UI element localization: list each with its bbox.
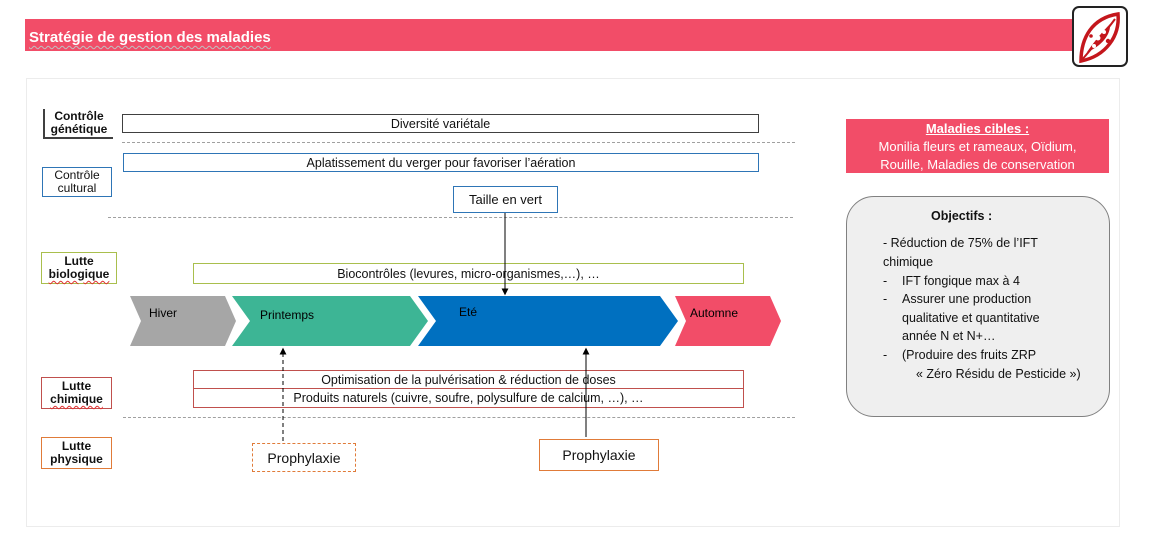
target-diseases-title: Maladies cibles : <box>925 121 1030 136</box>
row-label-line1: Contrôle <box>54 168 100 182</box>
objective-bullet: - <box>883 348 888 362</box>
objective-item-3-line3: année N et N+… <box>902 329 996 343</box>
bar-produits-naturels: Produits naturels (cuivre, soufre, polys… <box>193 388 744 408</box>
row-label-line1: Lutte <box>64 254 94 268</box>
row-label-genetique: Contrôle génétique <box>43 109 113 139</box>
row-label-cultural: Contrôle cultural <box>42 167 112 197</box>
row-label-chimique: Lutte chimique <box>41 377 112 409</box>
bar-optimisation: Optimisation de la pulvérisation & réduc… <box>193 370 744 389</box>
objective-item-3-line2: qualitative et quantitative <box>902 310 1040 325</box>
diagram-panel <box>26 78 1120 527</box>
row-label-line2: cultural <box>57 181 97 195</box>
separator-line <box>123 417 795 418</box>
objective-item-1: - Réduction de 75% de l’IFT chimique <box>883 234 1103 271</box>
objective-item-3-line1: Assurer une production <box>902 292 1032 306</box>
row-label-line1: Contrôle <box>54 109 104 123</box>
logo <box>1072 6 1128 67</box>
row-label-line1: Lutte <box>61 379 92 393</box>
row-label-line2: biologique <box>48 267 110 281</box>
objective-bullet: - <box>883 274 888 288</box>
box-taille-en-vert: Taille en vert <box>453 186 558 213</box>
row-label-line1: Lutte <box>61 439 92 453</box>
bar-aplatissement: Aplatissement du verger pour favoriser l… <box>123 153 759 172</box>
target-diseases-line1: Monilia fleurs et rameaux, Oïdium, <box>878 139 1077 154</box>
objective-item-4-line2: « Zéro Résidu de Pesticide ») <box>916 366 1081 381</box>
objective-item-1-line2: chimique <box>883 254 934 269</box>
header-banner <box>25 19 1072 51</box>
objectives-title: Objectifs : <box>931 209 993 223</box>
page-title: Stratégie de gestion des maladies <box>29 29 271 46</box>
bar-diversite: Diversité variétale <box>122 114 759 133</box>
row-label-line2: chimique <box>50 392 103 406</box>
box-prophylaxie-dashed: Prophylaxie <box>252 443 356 472</box>
box-prophylaxie-solid: Prophylaxie <box>539 439 659 471</box>
objective-item-2: IFT fongique max à 4 <box>902 274 1020 288</box>
objective-item-4-line1: (Produire des fruits ZRP <box>902 348 1037 362</box>
separator-line <box>122 142 795 143</box>
row-label-biologique: Lutte biologique <box>41 252 117 284</box>
row-label-line2: physique <box>50 452 103 466</box>
row-label-line2: génétique <box>50 122 108 136</box>
target-diseases-box: Maladies cibles : Monilia fleurs et rame… <box>846 119 1109 173</box>
target-diseases-line2: Rouille, Maladies de conservation <box>880 157 1075 172</box>
leaf-disease-icon <box>1079 11 1120 64</box>
objective-bullet: - <box>883 292 888 306</box>
row-label-physique: Lutte physique <box>41 437 112 469</box>
objective-item-1-line1: - Réduction de 75% de l’IFT <box>883 236 1038 250</box>
bar-biocontroles: Biocontrôles (levures, micro-organismes,… <box>193 263 744 284</box>
objectives-box: Objectifs : - Réduction de 75% de l’IFT … <box>846 196 1110 417</box>
separator-line <box>108 217 793 218</box>
objective-item-4: (Produire des fruits ZRP « Zéro Résidu d… <box>902 346 1107 383</box>
objective-item-3: Assurer une production qualitative et qu… <box>902 290 1102 346</box>
